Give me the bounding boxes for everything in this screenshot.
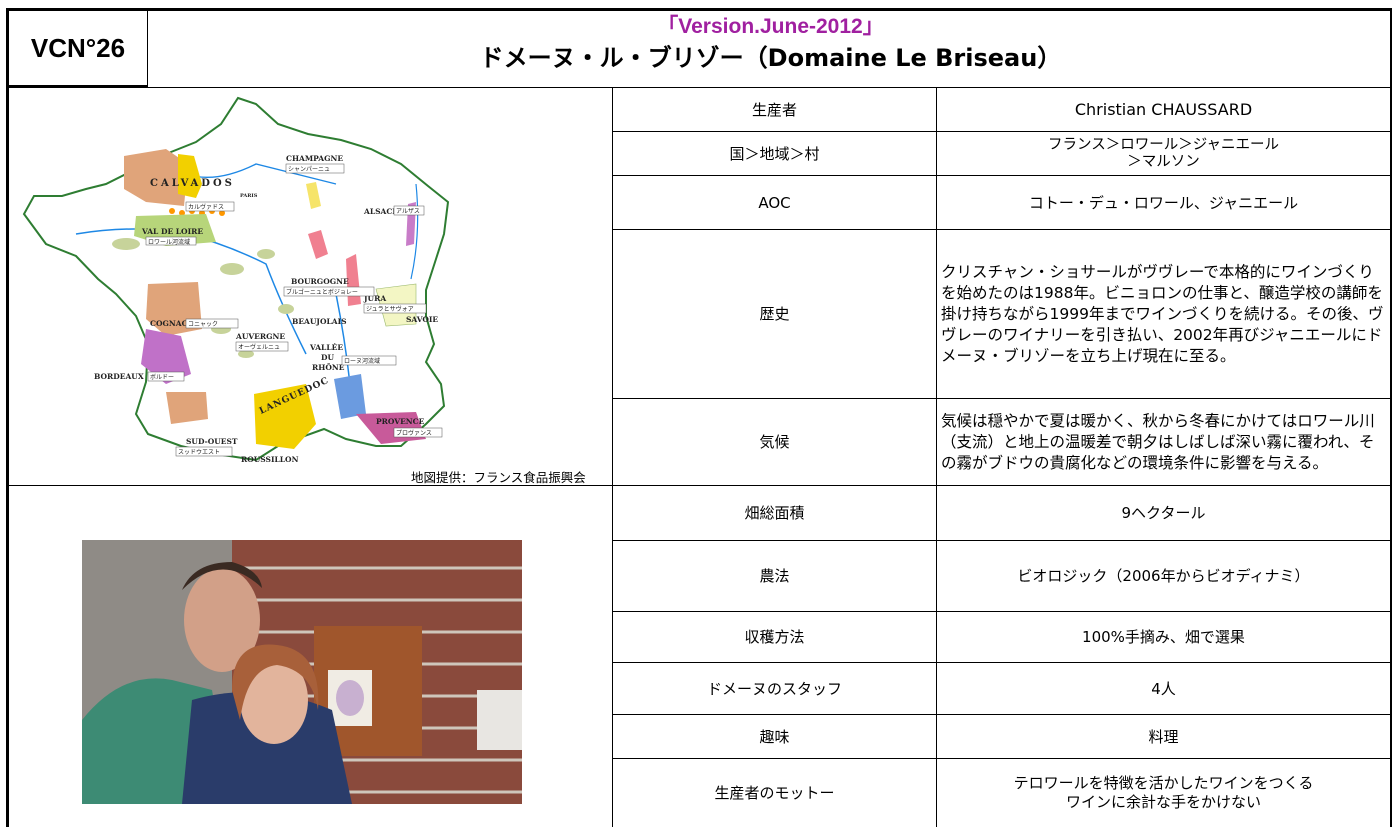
producer-photo — [82, 540, 522, 804]
map-label-rhone: RHÔNE — [312, 363, 345, 372]
map-label-calvados: CALVADOS — [150, 178, 235, 189]
row-value-history: クリスチャン・ショサールがヴヴレーで本格的にワインづくりを始めたのは1988年。… — [941, 262, 1384, 365]
map-label-sud-ouest: SUD-OUEST — [186, 437, 238, 446]
map-label-cognac: COGNAC — [150, 319, 188, 328]
map-label-auvergne-jp: オーヴェルニュ — [238, 343, 280, 351]
map-label-provence-jp: プロヴァンス — [396, 429, 432, 437]
map-label-du: DU — [321, 353, 335, 362]
row-label-harvest: 収穫方法 — [744, 628, 805, 646]
region-line-1: フランス＞ロワール＞ジャニエール — [1048, 136, 1279, 153]
france-wine-map: CHAMPAGNE CALVADOS PARIS ALSACE VAL DE L… — [16, 94, 456, 464]
map-label-vallee: VALLÉE — [309, 343, 343, 352]
row-value-area: 9ヘクタール — [1121, 504, 1206, 522]
map-label-jura: JURA — [363, 294, 386, 303]
map-label-val-de-loire: VAL DE LOIRE — [141, 227, 203, 236]
row-divider — [612, 229, 1392, 230]
map-label-beaujolais: BEAUJOLAIS — [292, 317, 347, 326]
row-divider — [612, 662, 1392, 663]
row-label-history: 歴史 — [759, 305, 790, 323]
map-label-jura-jp: ジュラとサヴォア — [366, 305, 414, 313]
row-value-climate: 気候は穏やかで夏は暖かく、秋から冬春にかけてはロワール川（支流）と地上の温暖差で… — [941, 411, 1375, 472]
map-label-alsace: ALSACE — [363, 207, 398, 216]
row-value-staff: 4人 — [1151, 679, 1176, 698]
map-label-sud-ouest-jp: スッドウエスト — [178, 448, 220, 456]
row-label-producer: 生産者 — [751, 100, 797, 119]
column-divider — [936, 88, 937, 827]
map-label-calvados-jp: カルヴァドス — [188, 203, 224, 211]
row-label-area: 畑総面積 — [744, 504, 805, 522]
map-credit: 地図提供：フランス食品振興会 — [411, 470, 586, 485]
version-label: 「Version.June-2012」 — [657, 15, 884, 38]
motto-line-2: ワインに余計な手をかけない — [1065, 793, 1261, 811]
map-label-savoie: SAVOIE — [406, 315, 438, 324]
motto-line-1: テロワールを特徴を活かしたワインをつくる — [1013, 774, 1314, 792]
row-value-farming: ビオロジック（2006年からビオディナミ） — [1017, 567, 1310, 585]
document-code: VCN°26 — [6, 8, 148, 88]
map-label-roussillon: ROUSSILLON — [241, 455, 299, 464]
left-border — [6, 88, 9, 827]
row-label-motto: 生産者のモットー — [714, 784, 835, 802]
map-label-champagne: CHAMPAGNE — [286, 154, 343, 163]
row-divider — [612, 398, 1392, 399]
map-label-bourgogne-jp: ブルゴーニュとボジョレー — [286, 288, 358, 296]
map-label-loire-jp: ロワール河流域 — [148, 238, 190, 246]
row-value-region: フランス＞ロワール＞ジャニエール ＞マルソン — [937, 132, 1390, 175]
map-label-champagne-jp: シャンパーニュ — [288, 166, 330, 173]
row-divider — [612, 175, 1392, 176]
map-label-bourgogne: BOURGOGNE — [291, 277, 349, 286]
row-label-farming: 農法 — [759, 567, 790, 585]
row-value-motto: テロワールを特徴を活かしたワインをつくる ワインに余計な手をかけない — [937, 759, 1390, 827]
row-label-hobby: 趣味 — [759, 727, 790, 746]
right-border — [1390, 8, 1392, 827]
row-divider — [612, 758, 1392, 759]
map-label-cognac-jp: コニャック — [188, 321, 218, 328]
document-header: 「Version.June-2012」 ドメーヌ・ル・ブリゾー（Domaine … — [147, 8, 1392, 88]
row-divider — [612, 131, 1392, 132]
row-value-aoc: コトー・デュ・ロワール、ジャニエール — [1028, 193, 1299, 212]
row-label-region: 国＞地域＞村 — [729, 144, 820, 163]
row-divider — [612, 714, 1392, 715]
row-value-producer: Christian CHAUSSARD — [1074, 99, 1253, 119]
map-label-bordeaux-jp: ボルドー — [150, 373, 174, 381]
row-divider — [612, 540, 1392, 541]
row-label-climate: 気候 — [759, 433, 790, 451]
map-label-paris: PARIS — [240, 193, 258, 199]
row-label-staff: ドメーヌのスタッフ — [706, 679, 842, 698]
map-label-bordeaux: BORDEAUX — [94, 372, 144, 381]
row-divider — [6, 485, 1392, 486]
domaine-title: ドメーヌ・ル・ブリゾー（Domaine Le Briseau） — [479, 44, 1062, 72]
region-line-2: ＞マルソン — [1127, 153, 1200, 170]
map-label-auvergne: AUVERGNE — [235, 332, 285, 341]
row-label-aoc: AOC — [758, 193, 791, 212]
row-value-hobby: 料理 — [1148, 727, 1179, 746]
row-value-harvest: 100%手摘み、畑で選果 — [1082, 628, 1245, 646]
map-label-provence: PROVENCE — [376, 417, 425, 426]
map-label-rhone-jp: ローヌ河流域 — [344, 357, 380, 365]
column-divider — [612, 88, 613, 827]
map-label-alsace-jp: アルザス — [396, 208, 420, 215]
row-divider — [612, 611, 1392, 612]
